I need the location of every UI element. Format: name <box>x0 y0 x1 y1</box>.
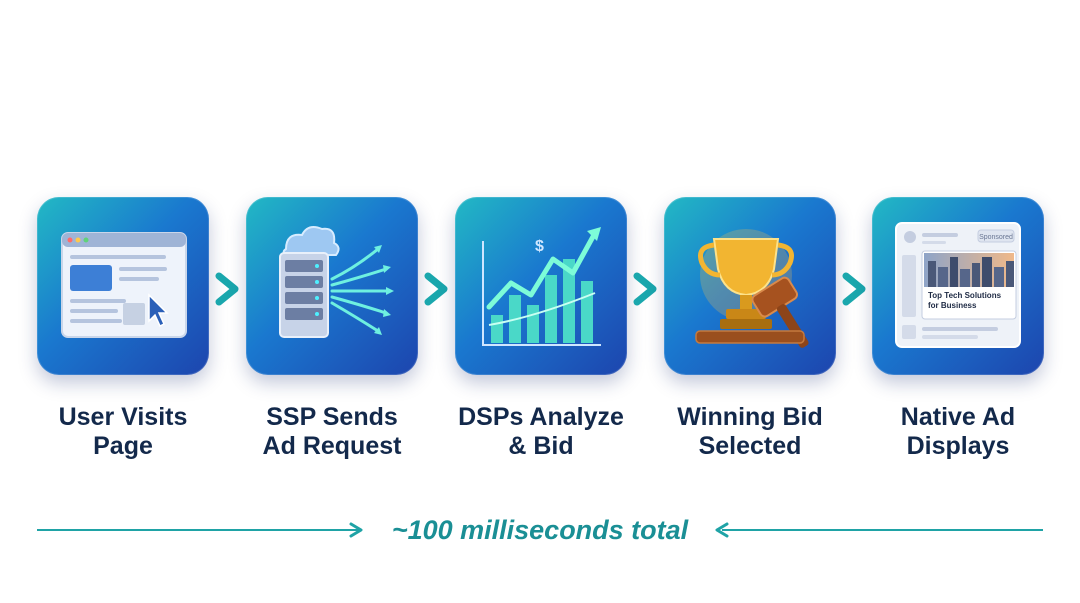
chevron-right-icon <box>424 272 448 306</box>
step-user-visits-page: User Visits Page <box>37 197 209 460</box>
browser-window-icon <box>61 232 187 338</box>
step-label-line1: Winning Bid <box>677 403 823 431</box>
step-label-line1: DSPs Analyze <box>458 403 624 431</box>
growth-chart-icon: $ <box>482 227 601 346</box>
chevron-right-icon <box>633 272 657 306</box>
step-label: User Visits Page <box>23 403 223 461</box>
timeline: ~100 milliseconds total <box>0 508 1080 552</box>
timeline-label: ~100 milliseconds total <box>391 515 689 545</box>
step-dsps-analyze-bid: $ DSPs Analyze & Bid <box>455 197 627 460</box>
step-native-ad-displays: Sponsored Top Tech Solution <box>872 197 1044 460</box>
chevron-right-icon <box>842 272 866 306</box>
step-label-line1: Native Ad <box>900 403 1016 431</box>
step-winning-bid-selected: Winning Bid Selected <box>664 197 836 460</box>
step-label-line2: & Bid <box>508 432 574 460</box>
step-tile <box>246 197 418 375</box>
step-ssp-sends-ad-request: SSP Sends Ad Request <box>246 197 418 460</box>
step-label: SSP Sends Ad Request <box>232 403 432 461</box>
step-label: Native Ad Displays <box>858 403 1058 461</box>
step-tile: $ <box>455 197 627 375</box>
arrow-left-icon <box>715 522 729 538</box>
sponsored-badge: Sponsored <box>979 234 1013 241</box>
native-ad-headline-line1: Top Tech Solutions <box>928 291 1002 300</box>
step-label-line2: Ad Request <box>262 432 402 460</box>
native-ad-headline-line2: for Business <box>928 301 977 310</box>
step-label-line2: Selected <box>698 432 802 460</box>
step-tile: Sponsored Top Tech Solution <box>872 197 1044 375</box>
timeline-left-line <box>37 529 359 531</box>
step-label: Winning Bid Selected <box>650 403 850 461</box>
native-ad-icon: Sponsored Top Tech Solution <box>895 222 1021 348</box>
trophy-gavel-icon <box>695 229 809 348</box>
server-cloud-icon <box>279 226 394 338</box>
timeline-right-line <box>722 529 1043 531</box>
step-label-line1: User Visits <box>58 403 188 431</box>
chevron-right-icon <box>215 272 239 306</box>
step-label: DSPs Analyze & Bid <box>441 403 641 461</box>
step-label-line1: SSP Sends <box>266 403 398 431</box>
step-label-line2: Page <box>93 432 153 460</box>
step-tile <box>664 197 836 375</box>
arrow-right-icon <box>349 522 363 538</box>
svg-text:$: $ <box>535 238 544 255</box>
step-tile <box>37 197 209 375</box>
step-label-line2: Displays <box>906 432 1010 460</box>
